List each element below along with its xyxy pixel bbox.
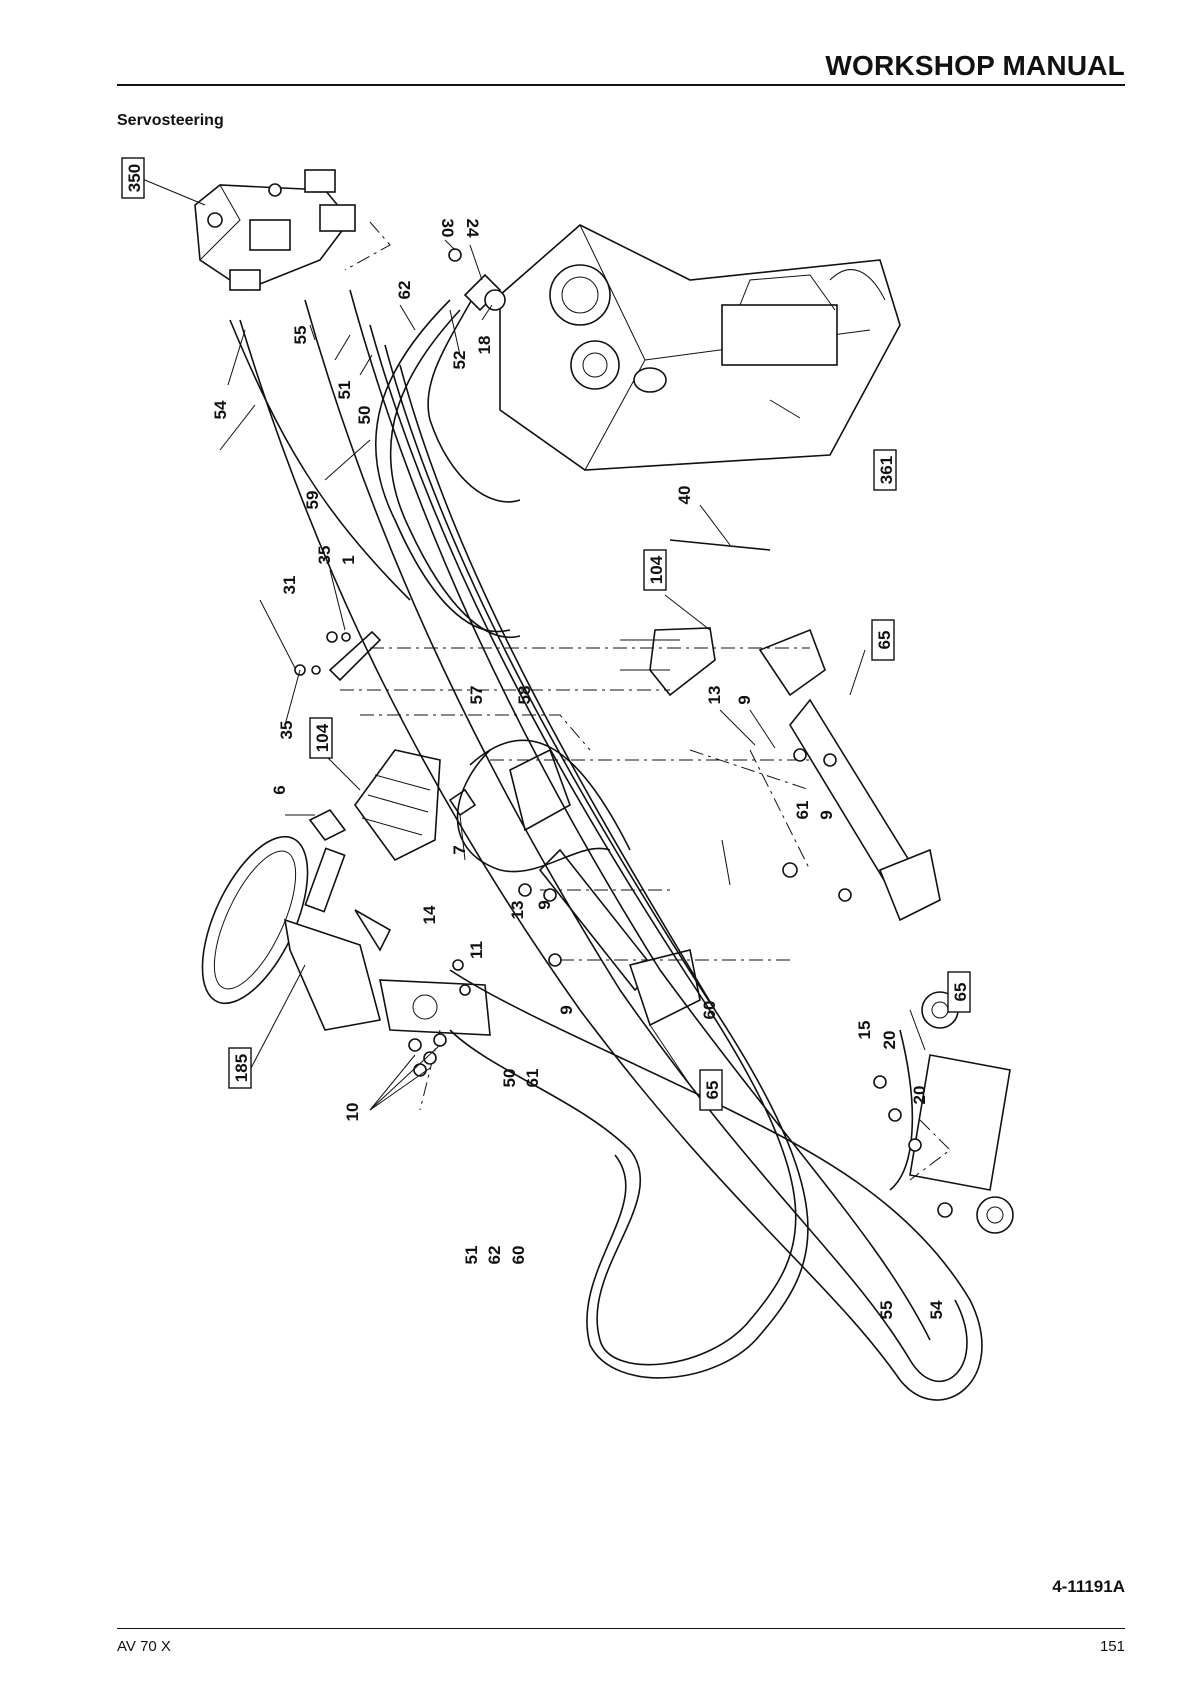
manual-title: WORKSHOP MANUAL	[825, 50, 1125, 81]
label-104-bottom: 104	[313, 723, 332, 752]
label-50-lower: 50	[500, 1069, 519, 1088]
priority-valve-block	[194, 169, 356, 291]
label-40: 40	[675, 486, 694, 505]
page-number: 151	[1099, 1638, 1125, 1655]
label-54: 54	[211, 400, 230, 419]
label-13-top: 13	[705, 686, 724, 705]
footer-model: AV 70 X	[117, 1638, 171, 1655]
label-50: 50	[355, 406, 374, 425]
label-6: 6	[270, 785, 289, 794]
label-1: 1	[339, 555, 358, 564]
label-9-mid: 9	[535, 900, 554, 909]
label-62: 62	[395, 281, 414, 300]
label-35-bottom: 35	[277, 721, 296, 740]
label-104-top: 104	[647, 555, 666, 584]
fittings	[408, 248, 953, 1218]
label-24: 24	[463, 219, 482, 238]
leader-lines	[139, 177, 926, 1111]
label-61-upper: 61	[793, 801, 812, 820]
label-7: 7	[450, 845, 469, 854]
label-350: 350	[125, 164, 144, 192]
steering-cylinder-middle	[509, 748, 701, 1027]
label-60-lower: 60	[509, 1246, 528, 1265]
section-title: Servosteering	[117, 112, 224, 129]
steering-unit	[201, 835, 491, 1036]
label-9-right: 9	[817, 810, 836, 819]
label-60-upper: 60	[700, 1001, 719, 1020]
servosteering-exploded-diagram: 350 30 24 62 18 52 55 51 50 54 59 361 40…	[121, 157, 1014, 1401]
label-185: 185	[232, 1054, 251, 1082]
label-55: 55	[291, 326, 310, 345]
label-18: 18	[475, 336, 494, 355]
label-54-lower: 54	[927, 1300, 946, 1319]
label-11: 11	[467, 941, 486, 959]
label-58: 58	[515, 686, 534, 705]
label-52: 52	[450, 351, 469, 370]
label-62-lower: 62	[485, 1246, 504, 1265]
footer-divider	[117, 1628, 1125, 1629]
label-51-lower: 51	[462, 1246, 481, 1265]
label-13-mid: 13	[508, 901, 527, 920]
label-55-lower: 55	[877, 1301, 896, 1320]
hydraulic-tank	[499, 224, 901, 471]
alignment-lines	[340, 221, 951, 1181]
steering-cylinder-upper	[758, 628, 941, 922]
steering-cylinder-lower	[909, 991, 1014, 1234]
label-15: 15	[855, 1021, 874, 1040]
label-65-middle: 65	[703, 1081, 722, 1100]
label-35-top: 35	[315, 546, 334, 565]
label-10: 10	[343, 1103, 362, 1122]
label-61-lower: 61	[523, 1069, 542, 1088]
label-9-lower: 9	[557, 1005, 576, 1014]
mounting-bracket	[620, 627, 716, 697]
label-30: 30	[438, 219, 457, 238]
label-361: 361	[877, 456, 896, 484]
figure-code: 4-11191A	[1052, 1577, 1125, 1596]
label-51: 51	[335, 381, 354, 400]
label-57: 57	[467, 686, 486, 705]
label-20-top: 20	[880, 1031, 899, 1050]
label-65-upper: 65	[875, 631, 894, 650]
label-59: 59	[303, 491, 322, 510]
label-31: 31	[280, 576, 299, 595]
retaining-plate	[294, 630, 382, 682]
hydraulic-pump	[308, 749, 477, 862]
label-20-bottom: 20	[910, 1086, 929, 1105]
label-9-top: 9	[735, 695, 754, 704]
label-65-lower: 65	[951, 983, 970, 1002]
header-divider	[117, 84, 1125, 86]
label-14: 14	[420, 905, 439, 924]
part-labels: 350 30 24 62 18 52 55 51 50 54 59 361 40…	[121, 157, 971, 1320]
